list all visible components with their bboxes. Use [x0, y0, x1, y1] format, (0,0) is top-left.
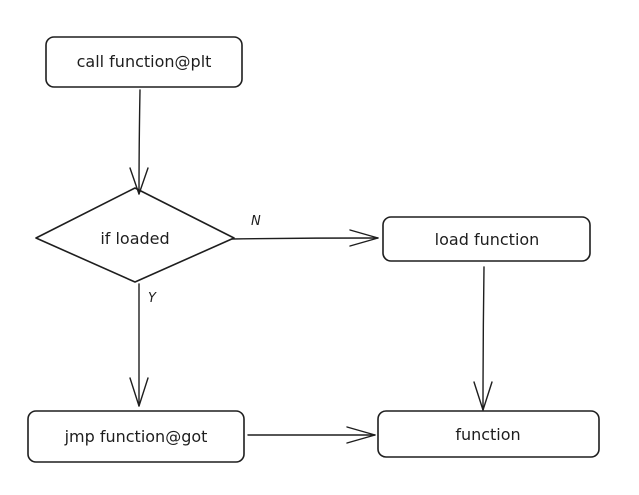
edge-load-function-to-function: [473, 266, 493, 411]
node-jmp-function-got: jmp function@got: [27, 410, 245, 463]
node-jmp-function-got-label: jmp function@got: [64, 427, 208, 446]
node-load-function-label: load function: [435, 230, 540, 249]
node-function-label: function: [455, 425, 520, 444]
edge-jmp-got-to-function: [247, 426, 376, 444]
node-function: function: [377, 410, 600, 458]
edge-call-to-if-loaded: [129, 89, 149, 195]
node-if-loaded-label: if loaded: [100, 229, 169, 248]
node-call-function-plt: call function@plt: [45, 36, 243, 88]
edge-label-no: N: [251, 214, 261, 229]
node-call-function-plt-label: call function@plt: [77, 52, 212, 71]
edge-if-loaded-to-jmp-got: [129, 283, 149, 407]
node-if-loaded: if loaded: [35, 187, 235, 283]
edge-if-loaded-to-load-function: [231, 229, 379, 247]
node-load-function: load function: [382, 216, 591, 262]
edge-label-yes: Y: [148, 291, 157, 306]
